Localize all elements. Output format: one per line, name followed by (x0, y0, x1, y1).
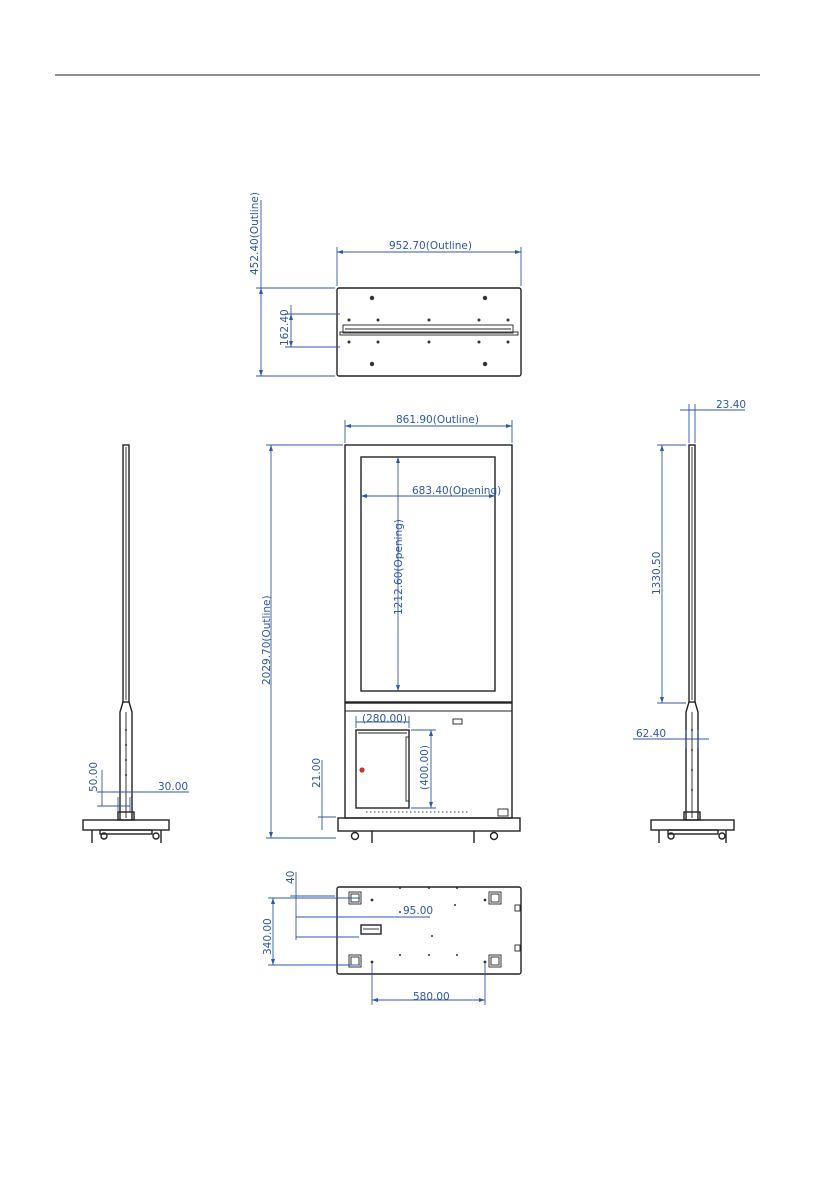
top-depth-label: 452.40(Outline) (249, 192, 261, 275)
cabinet-vent (453, 719, 462, 724)
right-height-label: 1330.50 (651, 552, 663, 595)
top-width-label: 952.70(Outline) (389, 240, 472, 252)
front-outline (345, 445, 512, 702)
front-view: 861.90(Outline) 683.40(Opening) 1212.60(… (261, 414, 520, 843)
front-height-label: 2029.70(Outline) (261, 595, 273, 685)
right-base (651, 820, 734, 830)
bottom-outline (337, 887, 521, 974)
bottom-cable-port (361, 925, 381, 934)
left-base (83, 820, 169, 830)
front-base (338, 818, 520, 831)
bottom-view: 40 95.00 340.00 580.00 (262, 871, 521, 1005)
door-height-label: (400.00) (419, 745, 431, 790)
bottom-width-label: 580.00 (413, 991, 450, 1003)
left-dim-b-label: 30.00 (158, 781, 188, 793)
top-view: 952.70(Outline) 452.40(Outline) 162.40 (249, 192, 521, 376)
bottom-dim-top-label: 40 (285, 871, 297, 884)
right-side-view: 23.40 1330.50 62.40 (633, 399, 746, 843)
door-lock (359, 767, 364, 772)
door-width-label: (280.00) (362, 713, 407, 725)
left-dim-a-label: 50.00 (88, 762, 100, 792)
front-width-label: 861.90(Outline) (396, 414, 479, 426)
top-bracket-label: 162.40 (279, 309, 291, 346)
left-side-view: 50.00 30.00 (83, 445, 189, 843)
bottom-dim-mid-label: 95.00 (403, 905, 433, 917)
bottom-depth-label: 340.00 (262, 918, 274, 955)
right-thickness-label: 23.40 (716, 399, 746, 411)
opening-height-label: 1212.60(Opening) (393, 519, 405, 615)
right-dim-c-label: 62.40 (636, 728, 666, 740)
clearance-label: 21.00 (311, 758, 323, 788)
opening-width-label: 683.40(Opening) (412, 485, 501, 497)
